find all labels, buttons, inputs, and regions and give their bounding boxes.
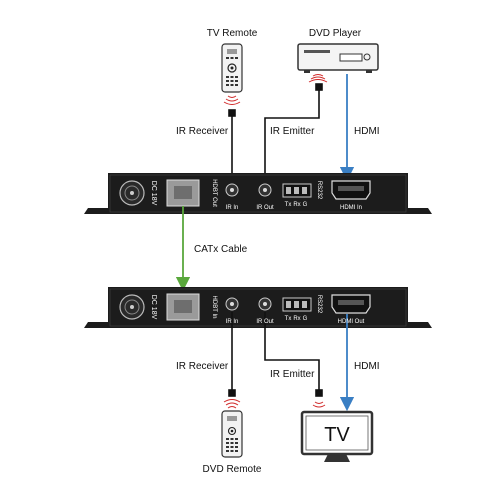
ir-sensor-icon (308, 74, 328, 83)
tx-g-label: G (303, 202, 308, 208)
hdmi-label-bottom: HDMI (354, 361, 380, 372)
tx-ir-in-label: IR In (226, 205, 239, 211)
catx-cable-label: CATx Cable (194, 244, 248, 255)
tv-remote-icon (221, 43, 243, 93)
ir-emitter-label-bottom: IR Emitter (270, 369, 315, 380)
tx-rx-label: Rx (293, 202, 300, 208)
rx-hdbt-label: HDBT In (211, 296, 217, 319)
tv-icon: TV (300, 410, 374, 462)
dvd-player-icon (297, 43, 379, 73)
ir-emitter-cable-bottom (264, 312, 323, 397)
tv-remote-label: TV Remote (206, 28, 258, 39)
rx-rx-label: Rx (293, 316, 300, 322)
ir-receiver-label-bottom: IR Receiver (176, 361, 229, 372)
tx-hdmi-label: HDMI In (340, 205, 362, 211)
tx-dc-label: DC 18V (150, 181, 157, 206)
rx-ir-out-label: IR Out (256, 319, 274, 325)
rx-ir-in-label: IR In (226, 319, 239, 325)
rj45-port-icon (166, 293, 200, 321)
tx-ir-out-label: IR Out (256, 205, 274, 211)
ir-receiver-cable-bottom (228, 312, 236, 397)
receiver-unit (84, 287, 432, 328)
dvd-remote-icon (221, 410, 243, 458)
rx-g-label: G (303, 316, 308, 322)
ir-receiver-label-top: IR Receiver (176, 126, 229, 137)
dvd-remote-label: DVD Remote (202, 464, 262, 475)
tx-rs232-label: RS232 (316, 181, 322, 200)
ir-receiver-cable-top (228, 109, 236, 180)
rx-rs232-label: RS232 (316, 295, 322, 314)
ir-emitter-cable-top (264, 83, 323, 180)
ir-emitter-label-top: IR Emitter (270, 126, 315, 137)
rx-hdmi-label: HDMI Out (338, 319, 365, 325)
transmitter-unit (84, 173, 432, 214)
ir-emitter-signal-icon (312, 401, 326, 408)
rx-dc-label: DC 18V (150, 295, 157, 320)
dvd-player-label: DVD Player (308, 28, 362, 39)
tx-tx-label: Tx (285, 202, 292, 208)
tv-label: TV (324, 424, 350, 446)
rx-tx-label: Tx (285, 316, 292, 322)
tx-hdbt-label: HDBT Out (211, 179, 217, 207)
hdmi-label-top: HDMI (354, 126, 380, 137)
ir-signal-icon (223, 95, 241, 105)
ir-signal-icon (223, 399, 241, 409)
